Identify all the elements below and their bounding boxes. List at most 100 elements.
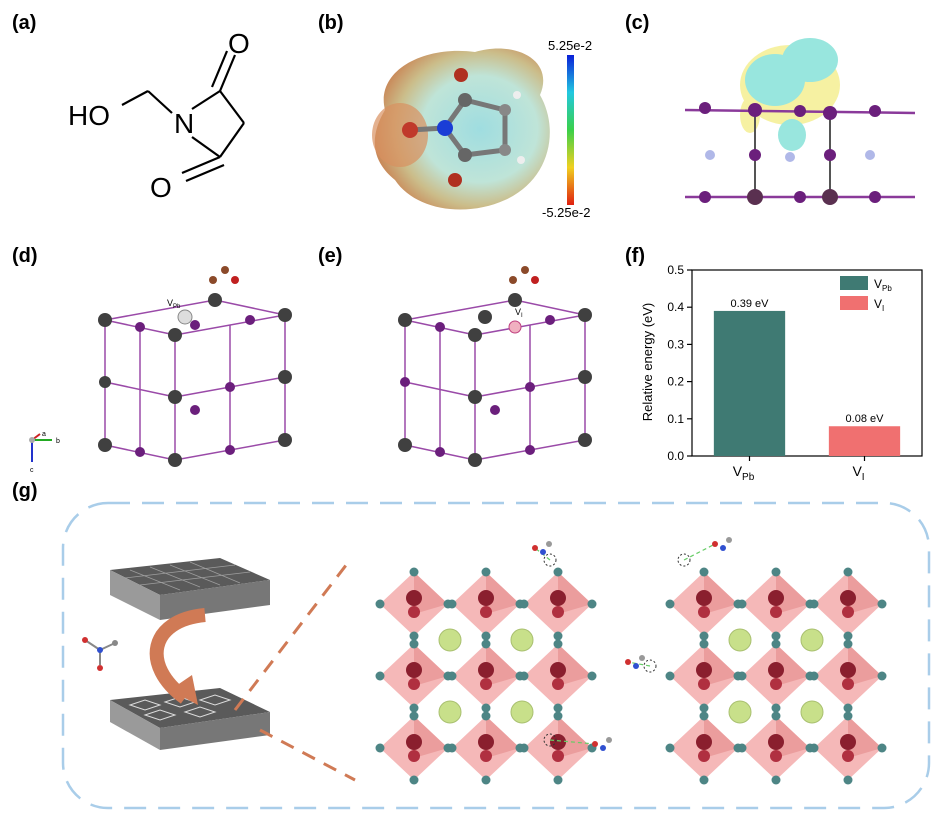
iodide-atom — [699, 711, 709, 721]
lead-atom — [840, 590, 856, 606]
iodide-atom — [699, 775, 709, 785]
iodide-atom — [553, 703, 563, 713]
oxygen-top-label: O — [228, 28, 250, 59]
panel-label-e: (e) — [318, 245, 343, 267]
bar-v-i — [828, 426, 901, 456]
iodide-atom — [409, 711, 419, 721]
lead-atom — [696, 590, 712, 606]
iodide-atom — [665, 743, 675, 753]
bar-v-pb — [713, 310, 786, 456]
x-tick-label: VI — [852, 463, 864, 483]
x-tick-label: VPb — [733, 463, 755, 483]
iodide-atom — [481, 567, 491, 577]
lead-atom — [550, 734, 566, 750]
iodide-atom — [843, 711, 853, 721]
lead-atom — [696, 734, 712, 750]
molecule-structure: HO N O O — [68, 28, 250, 203]
iodide-atom — [375, 743, 385, 753]
cation-sphere — [510, 628, 534, 652]
iodide-atom — [843, 567, 853, 577]
iodide-atom — [409, 567, 419, 577]
iodide-atom — [771, 567, 781, 577]
iodide-atom — [771, 703, 781, 713]
y-tick-label: 0.3 — [667, 337, 684, 351]
esp-surface — [372, 48, 574, 210]
iodide-atom — [587, 599, 597, 609]
nitrogen-label: N — [174, 108, 194, 139]
iodide-atom — [809, 671, 819, 681]
lead-atom — [550, 662, 566, 678]
iodide-atom — [843, 639, 853, 649]
cation-sphere — [438, 628, 462, 652]
iodide-atom — [737, 671, 747, 681]
legend-swatch — [840, 296, 868, 310]
data-label: 0.39 eV — [731, 298, 770, 310]
lead-atom — [768, 734, 784, 750]
iodide-atom — [771, 639, 781, 649]
y-tick-label: 0.4 — [667, 300, 684, 314]
iodide-atom — [877, 743, 887, 753]
iodide-atom — [553, 631, 563, 641]
iodide-atom — [771, 711, 781, 721]
iodide-atom — [409, 703, 419, 713]
iodide-atom — [699, 631, 709, 641]
lead-atom — [768, 590, 784, 606]
lead-atom — [696, 662, 712, 678]
iodide-atom — [375, 671, 385, 681]
panel-label-a: (a) — [12, 12, 37, 34]
iodide-atom — [409, 775, 419, 785]
iodide-atom — [877, 671, 887, 681]
iodide-atom — [375, 599, 385, 609]
y-tick-label: 0.0 — [667, 449, 684, 463]
panel-label-b: (b) — [318, 12, 344, 34]
iodide-atom — [519, 671, 529, 681]
lead-atom — [840, 734, 856, 750]
iodide-atom — [877, 599, 887, 609]
y-tick-label: 0.1 — [667, 412, 684, 426]
y-tick-label: 0.2 — [667, 375, 684, 389]
lead-atom — [406, 734, 422, 750]
iodide-atom — [519, 743, 529, 753]
iodide-atom — [553, 567, 563, 577]
plot-frame — [691, 269, 923, 457]
oxygen-bottom-label: O — [150, 172, 172, 203]
zoom-lines — [233, 559, 356, 782]
lattice-vi: VI — [398, 266, 592, 467]
iodide-atom — [809, 743, 819, 753]
legend-label: VI — [874, 297, 884, 313]
legend-label: VPb — [874, 277, 892, 293]
axis-c-label: c — [30, 467, 34, 474]
iodide-atom — [771, 631, 781, 641]
hms-molecule — [543, 733, 612, 751]
iodide-atom — [481, 639, 491, 649]
perovskite-lattice-right — [625, 537, 887, 785]
iodide-atom — [699, 639, 709, 649]
iodide-atom — [481, 775, 491, 785]
iodide-atom — [553, 775, 563, 785]
charge-density-structure — [684, 38, 916, 205]
iodide-atom — [409, 631, 419, 641]
iodide-atom — [553, 639, 563, 649]
iodide-atom — [481, 703, 491, 713]
esp-scale-max: 5.25e-2 — [548, 38, 593, 53]
y-axis-label: Relative energy (eV) — [640, 303, 655, 422]
cation-sphere — [728, 700, 752, 724]
legend-swatch — [840, 276, 868, 290]
iodide-atom — [447, 599, 457, 609]
film-schematic — [82, 558, 270, 750]
y-tick-label: 0.5 — [667, 263, 684, 277]
iodide-atom — [665, 671, 675, 681]
lead-atom — [406, 662, 422, 678]
hms-molecule — [625, 655, 657, 673]
panel-label-f: (f) — [625, 245, 645, 267]
iodide-atom — [409, 639, 419, 649]
axis-a-label: a — [42, 431, 46, 438]
schematic-border — [61, 501, 931, 810]
data-label: 0.08 eV — [846, 413, 885, 425]
vacancy-pb-label: VPb — [167, 298, 181, 310]
axis-b-label: b — [56, 438, 60, 445]
iodide-atom — [553, 711, 563, 721]
iodide-atom — [771, 775, 781, 785]
iodide-atom — [481, 631, 491, 641]
